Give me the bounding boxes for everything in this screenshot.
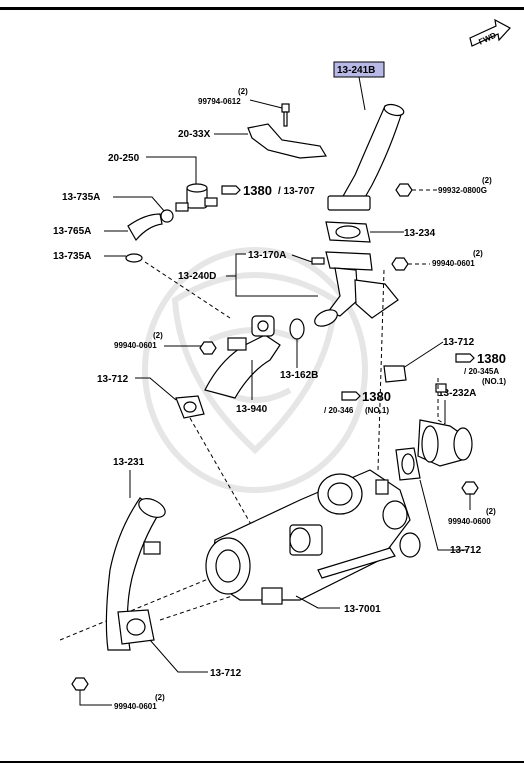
bolt-99794-icon: [281, 103, 290, 127]
part-label-99932-0800G[interactable]: 99932-0800G: [438, 186, 487, 195]
assembly-line-4: [59, 569, 231, 641]
ref-20-345A[interactable]: / 20-345A: [464, 367, 499, 376]
assembly-line-3: [377, 269, 385, 471]
ref-13-707[interactable]: / 13-707: [278, 186, 315, 197]
valve-20-250: [175, 183, 218, 212]
part-label-99940-0601-b[interactable]: 99940-0601: [114, 341, 157, 350]
clamp-13-735A-bottom: [125, 253, 143, 263]
ref-hand-icon-c: [341, 391, 361, 401]
clamp-13-735A-top: [160, 209, 174, 223]
qty-99794: (2): [238, 87, 248, 96]
part-label-99940-0600[interactable]: 99940-0600: [448, 517, 491, 526]
turbocharger-13-7001: [205, 469, 421, 605]
bottom-border: [0, 761, 524, 763]
part-label-13-712-mid[interactable]: 13-712: [450, 545, 482, 556]
bracket-20-33X: [247, 123, 328, 159]
part-label-13-170A[interactable]: 13-170A: [248, 250, 286, 261]
ref-1380-c[interactable]: 1380: [362, 389, 391, 404]
part-label-13-712-right[interactable]: 13-712: [443, 337, 475, 348]
leader-13-241B: [358, 76, 366, 111]
qty-99940-a: (2): [473, 249, 483, 258]
part-label-13-241B[interactable]: 13-241B: [337, 65, 375, 76]
part-label-13-232A[interactable]: 13-232A: [438, 388, 476, 399]
assembly-line-1: [144, 261, 231, 319]
nut-99932-icon: [395, 183, 413, 197]
nut-99940-a-icon: [391, 257, 409, 271]
part-label-13-765A[interactable]: 13-765A: [53, 226, 91, 237]
pipe-13-940: [204, 315, 281, 399]
part-label-20-33X[interactable]: 20-33X: [178, 129, 211, 140]
part-label-13-162B[interactable]: 13-162B: [280, 370, 318, 381]
nut-99940-c-icon: [71, 677, 89, 691]
qty-99940-0600: (2): [486, 507, 496, 516]
ref-20-345A-note: (NO.1): [482, 377, 506, 386]
qty-99940-c: (2): [155, 693, 165, 702]
part-label-13-735A-bottom[interactable]: 13-735A: [53, 251, 91, 262]
ref-1380-a[interactable]: 1380: [243, 183, 272, 198]
fwd-arrow-icon: FWD: [469, 18, 511, 47]
elbow-pipe-13-240D: [311, 251, 399, 327]
part-label-99794-0612[interactable]: 99794-0612: [198, 97, 241, 106]
part-label-13-712-bottom[interactable]: 13-712: [210, 668, 242, 679]
part-label-13-735A-top[interactable]: 13-735A: [62, 192, 100, 203]
gasket-13-712-right: [383, 365, 407, 383]
outlet-13-232A: [417, 383, 473, 467]
ref-hand-icon-a: [221, 185, 241, 195]
top-border: [0, 7, 524, 10]
part-label-13-240D[interactable]: 13-240D: [178, 271, 216, 282]
qty-99932: (2): [482, 176, 492, 185]
ref-1380-b[interactable]: 1380: [477, 351, 506, 366]
assembly-line-2: [189, 417, 261, 541]
part-label-99940-0601-a[interactable]: 99940-0601: [432, 259, 475, 268]
part-label-13-234[interactable]: 13-234: [404, 228, 436, 239]
ref-20-346-note: (NO.1): [365, 406, 389, 415]
nut-99940-b-icon: [199, 341, 217, 355]
oring-13-162B: [289, 318, 305, 340]
intake-pipe-13-241B: [327, 103, 405, 211]
ref-20-346[interactable]: / 20-346: [324, 406, 354, 415]
hose-13-765A: [127, 213, 163, 242]
part-label-13-712-left[interactable]: 13-712: [97, 374, 129, 385]
qty-99940-b: (2): [153, 331, 163, 340]
part-label-13-940[interactable]: 13-940: [236, 404, 268, 415]
part-label-13-7001[interactable]: 13-7001: [344, 604, 381, 615]
nut-99940-0600-icon: [461, 481, 479, 495]
part-label-13-231[interactable]: 13-231: [113, 457, 145, 468]
ref-hand-icon-b: [455, 353, 475, 363]
part-label-99940-0601-c[interactable]: 99940-0601: [114, 702, 157, 711]
part-label-20-250[interactable]: 20-250: [108, 153, 140, 164]
